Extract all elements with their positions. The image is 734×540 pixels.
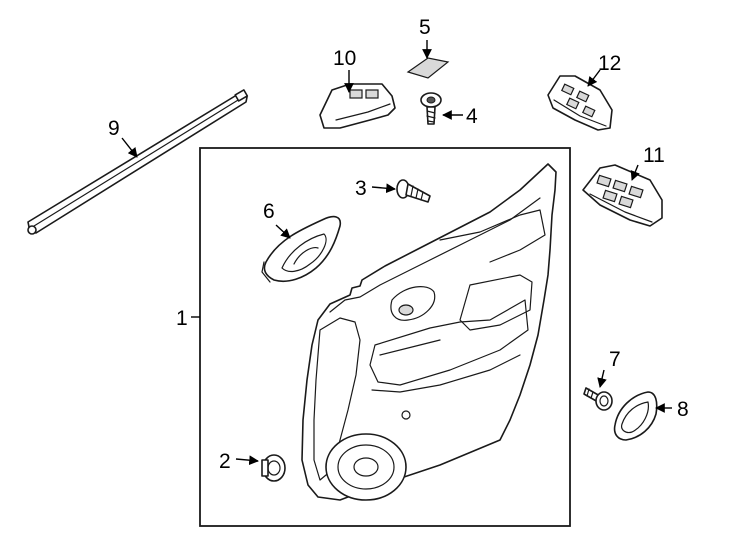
callout-9: 9 (108, 117, 120, 140)
inside-handle-part (261, 215, 342, 283)
screw-part-3 (396, 179, 431, 203)
callout-10: 10 (333, 47, 356, 70)
callout-8: 8 (677, 398, 689, 421)
callout-2: 2 (219, 450, 231, 473)
window-switch-part-11 (582, 164, 663, 227)
callout-6: 6 (263, 200, 275, 223)
clip-part (261, 454, 286, 482)
door-trim-panel-part (301, 163, 557, 501)
screw-part-7 (583, 387, 613, 411)
weatherstrip-part (27, 89, 249, 235)
callout-1: 1 (176, 307, 188, 330)
screw-part-4 (420, 92, 442, 125)
bezel-part (613, 391, 658, 441)
callout-5: 5 (419, 16, 431, 39)
callout-12: 12 (598, 52, 621, 75)
door-panel-frame (199, 147, 571, 527)
window-switch-part-12 (547, 75, 613, 131)
pad-part (406, 57, 450, 79)
callout-3: 3 (355, 177, 367, 200)
callout-4: 4 (466, 105, 478, 128)
switch-bezel-part (319, 83, 396, 129)
callout-7: 7 (609, 348, 621, 371)
callout-labels: 1 2 3 4 5 6 7 8 9 10 11 12 (108, 16, 689, 473)
leader-lines (121, 40, 672, 466)
callout-11: 11 (643, 144, 665, 167)
